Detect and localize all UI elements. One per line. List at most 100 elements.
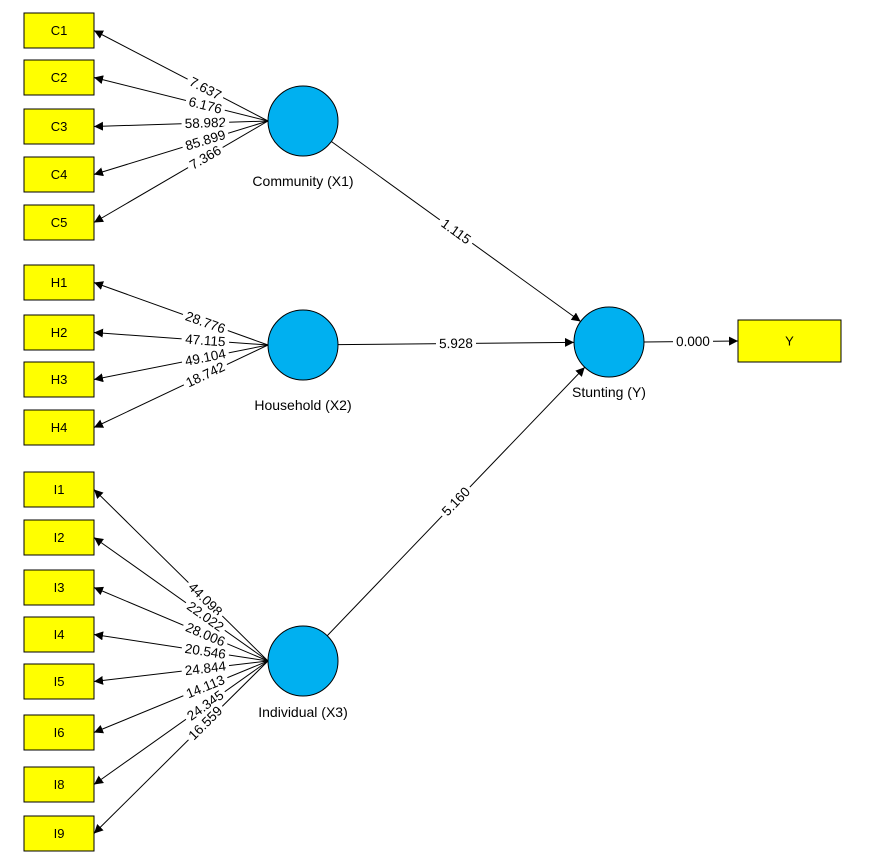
loading-h1-bg xyxy=(180,306,231,339)
indicator-h1[interactable]: H1 xyxy=(23,264,95,301)
indicator-i8[interactable]: I8 xyxy=(23,766,95,803)
loading-i5: 24.844 xyxy=(184,658,227,678)
indicator-h3[interactable]: H3 xyxy=(23,361,95,398)
loading-h3-bg xyxy=(180,344,231,370)
loading-yi-bg xyxy=(672,333,714,350)
latent-x1[interactable]: Community (X1) xyxy=(252,85,354,189)
latent-x2[interactable]: Household (X2) xyxy=(254,309,352,413)
edge-x2-h1 xyxy=(93,281,269,346)
indicator-i4[interactable]: I4 xyxy=(23,616,95,653)
indicator-label-c2: C2 xyxy=(51,70,68,85)
indicator-label-c5: C5 xyxy=(51,215,68,230)
edge-x3-i1 xyxy=(93,489,269,662)
latent-x3[interactable]: Individual (X3) xyxy=(258,625,348,720)
indicator-i6[interactable]: I6 xyxy=(23,714,95,751)
indicator-box-i2 xyxy=(23,519,95,556)
loading-i1-bg xyxy=(182,576,228,622)
indicator-label-c3: C3 xyxy=(51,119,68,134)
edge-x1-c4 xyxy=(93,120,269,177)
loading-i2-bg xyxy=(181,596,230,637)
indicator-box-i9 xyxy=(23,815,95,852)
indicator-label-i3: I3 xyxy=(54,580,65,595)
indicator-c3[interactable]: C3 xyxy=(23,108,95,145)
edge-x1-c1 xyxy=(93,30,269,122)
loading-i6-bg xyxy=(180,670,231,704)
loading-yi: 0.000 xyxy=(676,334,710,349)
edge-x2-h3 xyxy=(93,344,269,383)
loading-c2-group: 6.176 xyxy=(184,92,227,118)
indicator-box-c3 xyxy=(23,108,95,145)
indicator-box-i3 xyxy=(23,569,95,606)
indicator-i2[interactable]: I2 xyxy=(23,519,95,556)
indicator-i5[interactable]: I5 xyxy=(23,663,95,700)
edge-x1-c2 xyxy=(93,75,269,122)
indicator-label-i1: I1 xyxy=(54,482,65,497)
latent-label-y: Stunting (Y) xyxy=(572,384,646,400)
loading-i4: 20.546 xyxy=(184,641,227,662)
latent-label-x2: Household (X2) xyxy=(254,397,351,413)
path-coef-x1-bg xyxy=(435,213,477,250)
path-coef-x2: 5.928 xyxy=(439,336,473,351)
loading-c1-bg xyxy=(183,72,227,105)
indicator-label-i6: I6 xyxy=(54,725,65,740)
indicator-h2[interactable]: H2 xyxy=(23,314,95,351)
latent-circle-x1 xyxy=(267,85,339,157)
indicator-label-i5: I5 xyxy=(54,674,65,689)
loading-i3-bg xyxy=(180,617,231,652)
indicator-box-h3 xyxy=(23,361,95,398)
indicator-box-h2 xyxy=(23,314,95,351)
indicator-label-i2: I2 xyxy=(54,530,65,545)
path-coef-x3-bg xyxy=(436,481,476,522)
indicator-box-c5 xyxy=(23,204,95,241)
indicator-c1[interactable]: C1 xyxy=(23,12,95,49)
indicator-i3[interactable]: I3 xyxy=(23,569,95,606)
path-coef-x1-group: 1.115 xyxy=(435,213,477,250)
indicator-label-h3: H3 xyxy=(51,372,68,387)
loading-c4-bg xyxy=(180,125,231,155)
loading-h4-bg xyxy=(180,357,231,393)
edge-x1-c3 xyxy=(93,120,269,131)
indicator-i1[interactable]: I1 xyxy=(23,471,95,508)
edge-x3-i2 xyxy=(93,537,269,662)
indicator-label-i4: I4 xyxy=(54,627,65,642)
indicator-c2[interactable]: C2 xyxy=(23,59,95,96)
latent-circle-x3 xyxy=(267,625,339,697)
indicator-h4[interactable]: H4 xyxy=(23,409,95,446)
latent-circle-y xyxy=(573,306,645,378)
loading-i4-bg xyxy=(180,639,231,663)
indicator-yi[interactable]: Y xyxy=(737,319,842,363)
indicator-box-yi xyxy=(737,319,842,363)
latent-circle-x2 xyxy=(267,309,339,381)
latent-label-x1: Community (X1) xyxy=(252,173,353,189)
path-coef-x3-group: 5.160 xyxy=(436,481,476,522)
indicator-i9[interactable]: I9 xyxy=(23,815,95,852)
indicator-box-i5 xyxy=(23,663,95,700)
loading-c3-bg xyxy=(181,114,230,132)
indicator-box-h1 xyxy=(23,264,95,301)
edge-x3-i6 xyxy=(93,660,269,734)
indicator-label-yi: Y xyxy=(785,334,794,349)
indicator-c4[interactable]: C4 xyxy=(23,156,95,193)
loading-c5-bg xyxy=(184,140,227,175)
indicator-box-i4 xyxy=(23,616,95,653)
indicator-box-i6 xyxy=(23,714,95,751)
latent-y[interactable]: Stunting (Y) xyxy=(572,306,646,400)
loading-c3-group: 58.982 xyxy=(181,114,230,132)
indicator-box-i1 xyxy=(23,471,95,508)
edge-x3-i9 xyxy=(93,660,269,834)
loading-i9-bg xyxy=(182,700,228,746)
edges-layer xyxy=(93,30,739,834)
path-coef-x2-bg xyxy=(435,335,477,352)
indicator-label-c4: C4 xyxy=(51,167,68,182)
indicator-box-i8 xyxy=(23,766,95,803)
edge-x2-h4 xyxy=(93,344,269,428)
indicator-box-c4 xyxy=(23,156,95,193)
loading-c2-bg xyxy=(184,92,227,118)
indicator-label-c1: C1 xyxy=(51,23,68,38)
indicator-c5[interactable]: C5 xyxy=(23,204,95,241)
edge-x3-i3 xyxy=(93,586,269,662)
indicator-box-h4 xyxy=(23,409,95,446)
edge-x1-c5 xyxy=(93,120,269,223)
